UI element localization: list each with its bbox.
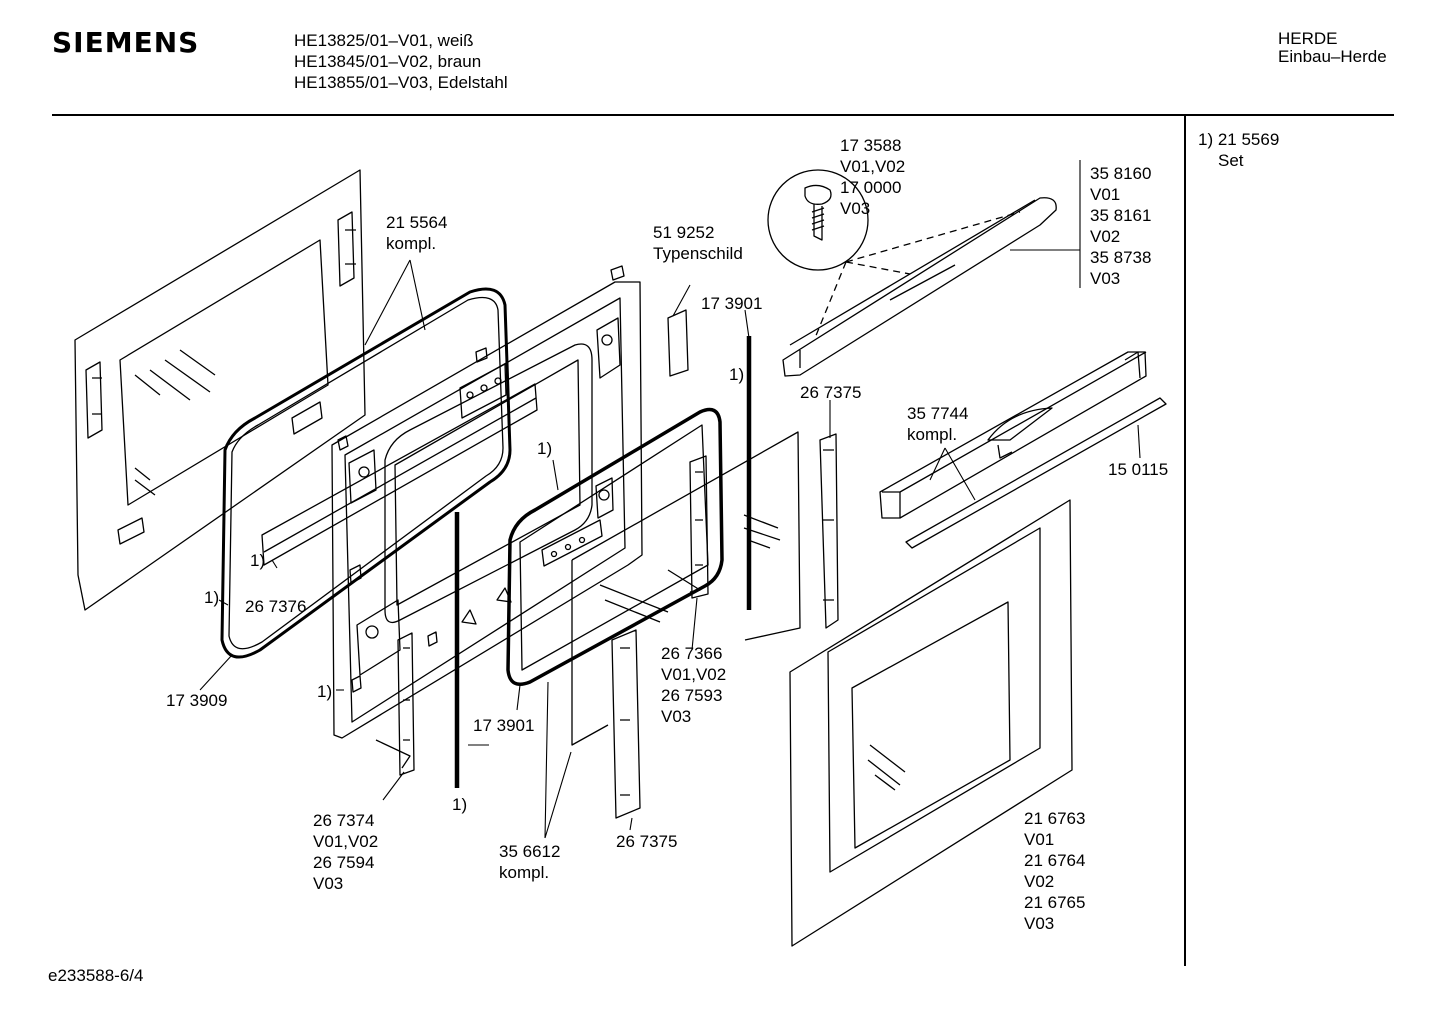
part-note: V01,V02 bbox=[313, 832, 379, 851]
part-number: 17 3901 bbox=[473, 716, 535, 735]
part-note: V01,V02 bbox=[661, 665, 727, 684]
door-handle bbox=[782, 197, 1057, 377]
label-356612: 35 6612 kompl. bbox=[499, 841, 560, 883]
part-note: kompl. bbox=[386, 234, 437, 253]
label-358160: 35 8160 V01 35 8161 V02 35 8738 V03 bbox=[1090, 163, 1151, 289]
hinge-brackets bbox=[375, 433, 839, 819]
heat-strip-267376 bbox=[261, 383, 538, 566]
model-line: HE13855/01–V03, Edelstahl bbox=[294, 73, 508, 92]
inner-door-frame bbox=[331, 265, 643, 739]
part-number: 17 0000 bbox=[840, 178, 902, 197]
footnote-text: Set bbox=[1218, 151, 1244, 170]
label-267375-bottom: 26 7375 bbox=[616, 831, 677, 852]
label-519252: 51 9252 Typenschild bbox=[653, 222, 743, 264]
part-number: 21 6764 bbox=[1024, 851, 1086, 870]
type-plate bbox=[667, 309, 689, 377]
part-number: 17 3909 bbox=[166, 691, 228, 710]
footnote-ref-marker: 1) bbox=[452, 795, 468, 814]
label-150115: 15 0115 bbox=[1108, 459, 1168, 480]
seal-strips bbox=[454, 336, 752, 788]
part-number: 17 3901 bbox=[701, 294, 763, 313]
part-note: V01 bbox=[1090, 185, 1121, 204]
part-number: 21 6763 bbox=[1024, 809, 1086, 828]
part-note: kompl. bbox=[907, 425, 958, 444]
door-gasket-173909 bbox=[220, 287, 512, 659]
footnote-ref-marker: 1) bbox=[729, 365, 745, 384]
brand-logo: SIEMENS bbox=[52, 26, 200, 59]
part-note: V01 bbox=[1024, 830, 1055, 849]
model-line: HE13845/01–V02, braun bbox=[294, 52, 482, 71]
category-subtitle: Einbau–Herde bbox=[1278, 47, 1387, 66]
part-number: 17 3588 bbox=[840, 136, 902, 155]
part-number: 51 9252 bbox=[653, 223, 715, 242]
part-number: 15 0115 bbox=[1108, 460, 1169, 479]
part-note: kompl. bbox=[499, 863, 550, 882]
label-173588: 17 3588 V01,V02 17 0000 V03 bbox=[840, 135, 905, 219]
part-number: 26 7376 bbox=[245, 597, 307, 616]
model-line: HE13825/01–V01, weiß bbox=[294, 31, 474, 50]
part-number: 26 7594 bbox=[313, 853, 375, 872]
part-note: V02 bbox=[1090, 227, 1121, 246]
middle-glass bbox=[571, 431, 801, 746]
part-number: 26 7374 bbox=[313, 811, 375, 830]
part-number: 35 7744 bbox=[907, 404, 969, 423]
part-note: V03 bbox=[313, 874, 344, 893]
part-note: V01,V02 bbox=[840, 157, 906, 176]
part-note: V03 bbox=[1024, 914, 1055, 933]
part-note: V03 bbox=[661, 707, 692, 726]
label-173901-top: 17 3901 bbox=[701, 293, 762, 314]
label-215564: 21 5564 kompl. bbox=[386, 212, 447, 254]
screw-detail bbox=[767, 169, 1021, 339]
footnote-ref: 1) 21 5569 bbox=[1198, 130, 1280, 149]
label-267375-right: 26 7375 bbox=[800, 382, 861, 403]
footnote: 1) 21 5569 Set bbox=[1198, 129, 1279, 171]
part-number: 21 6765 bbox=[1024, 893, 1086, 912]
sidebar-divider bbox=[1184, 116, 1186, 966]
part-note: V03 bbox=[840, 199, 871, 218]
rail-assembly bbox=[879, 351, 1147, 519]
category-title: HERDE bbox=[1278, 29, 1338, 48]
footnote-ref-marker: 1) bbox=[537, 439, 553, 458]
footnote-ref-marker: 1) bbox=[317, 682, 333, 701]
front-door-panel bbox=[789, 499, 1073, 947]
part-note: Typenschild bbox=[653, 244, 743, 263]
cover-strip bbox=[905, 397, 1167, 549]
part-number: 21 5564 bbox=[386, 213, 448, 232]
part-number: 35 8161 bbox=[1090, 206, 1152, 225]
part-number: 35 8160 bbox=[1090, 164, 1152, 183]
part-note: V03 bbox=[1090, 269, 1121, 288]
part-number: 26 7593 bbox=[661, 686, 723, 705]
document-id: e233588-6/4 bbox=[48, 966, 144, 985]
part-number: 35 6612 bbox=[499, 842, 561, 861]
header-divider bbox=[52, 114, 1394, 116]
leader-lines bbox=[199, 160, 1141, 839]
label-216763: 21 6763 V01 21 6764 V02 21 6765 V03 bbox=[1024, 808, 1085, 934]
part-note: V02 bbox=[1024, 872, 1055, 891]
label-173909: 17 3909 bbox=[166, 690, 227, 711]
label-267376: 26 7376 bbox=[245, 596, 306, 617]
footnote-ref-marker: 1) bbox=[250, 551, 266, 570]
label-357744: 35 7744 kompl. bbox=[907, 403, 968, 445]
part-number: 26 7375 bbox=[616, 832, 678, 851]
category-block: HERDE Einbau–Herde bbox=[1278, 30, 1387, 66]
outer-glass-panel bbox=[74, 169, 366, 611]
label-173901-bottom: 17 3901 bbox=[473, 715, 534, 736]
label-267374: 26 7374 V01,V02 26 7594 V03 bbox=[313, 810, 378, 894]
part-number: 35 8738 bbox=[1090, 248, 1152, 267]
model-list: HE13825/01–V01, weiß HE13845/01–V02, bra… bbox=[294, 30, 508, 93]
part-number: 26 7375 bbox=[800, 383, 862, 402]
footnote-ref-marker: 1) bbox=[204, 588, 220, 607]
part-number: 26 7366 bbox=[661, 644, 723, 663]
label-267366: 26 7366 V01,V02 26 7593 V03 bbox=[661, 643, 726, 727]
